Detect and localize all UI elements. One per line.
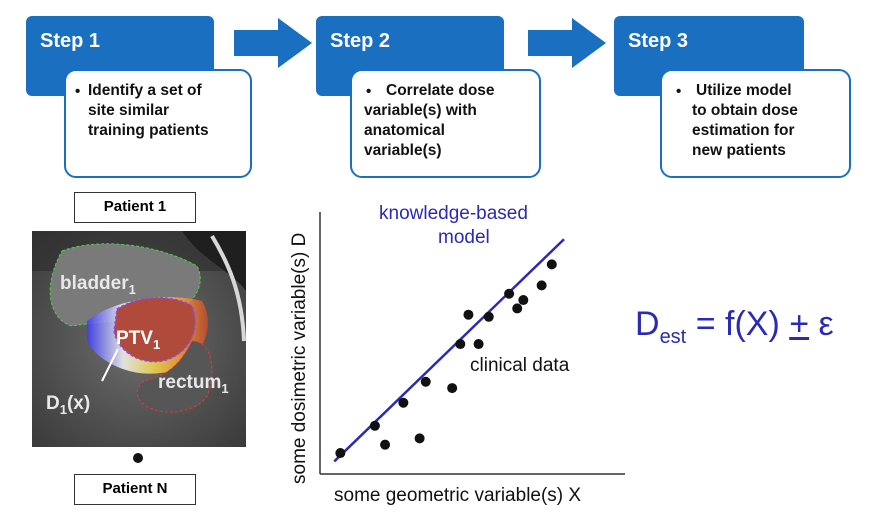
- patient-1-label: Patient 1: [74, 192, 196, 223]
- equation-lhs-sub: est: [659, 325, 687, 348]
- data-point: [546, 259, 557, 270]
- step-1-line-2: site similar: [88, 102, 169, 119]
- x-axis-label: some geometric variable(s) X: [334, 485, 581, 506]
- data-point: [335, 448, 346, 459]
- scatter-chart: some geometric variable(s) X some dosime…: [289, 203, 625, 506]
- model-annotation-line-2: model: [438, 227, 490, 248]
- clinical-data-annotation: clinical data: [470, 355, 570, 376]
- arrow-right-icon: [234, 18, 312, 68]
- data-point: [455, 339, 466, 350]
- model-line: [333, 238, 565, 463]
- ptv-label: PTV1: [116, 328, 160, 352]
- patient-n-label: Patient N: [74, 474, 196, 505]
- data-point: [504, 288, 515, 299]
- bladder-label: bladder1: [60, 273, 136, 297]
- rectum-label: rectum1: [158, 372, 229, 396]
- data-point: [463, 309, 474, 320]
- chart-layer: [333, 238, 565, 463]
- step-3-line-2: to obtain dose: [692, 102, 798, 119]
- step-1-line-1: Identify a set of: [88, 82, 202, 99]
- step-2-body: • Correlate dose variable(s) with anatom…: [350, 69, 541, 178]
- arrow-right-icon: [528, 18, 606, 68]
- step-2-line-2: variable(s) with: [364, 102, 477, 119]
- data-point: [380, 439, 391, 450]
- step-2-line-1: Correlate dose: [386, 82, 495, 99]
- data-point: [483, 311, 494, 322]
- data-point: [447, 383, 458, 394]
- data-point: [420, 376, 431, 387]
- step-3-line-4: new patients: [692, 142, 786, 159]
- equation-plus-minus: +: [789, 305, 810, 343]
- bullet: •: [75, 83, 81, 100]
- equation-mid: = f(X): [686, 305, 790, 343]
- data-point: [518, 295, 529, 306]
- step-1-body: • Identify a set of site similar trainin…: [64, 69, 252, 178]
- step-1-line-3: training patients: [88, 122, 209, 139]
- model-annotation-line-1: knowledge-based: [379, 203, 528, 224]
- equation-lhs: D: [635, 305, 660, 343]
- y-axis-label: some dosimetric variable(s) D: [289, 233, 310, 484]
- bullet: •: [676, 83, 682, 100]
- dose-label: D1(x): [46, 393, 90, 417]
- step-3-title: Step 3: [628, 30, 689, 52]
- data-point: [414, 433, 425, 444]
- data-point: [369, 420, 380, 431]
- step-3-line-3: estimation for: [692, 122, 795, 139]
- step-3-body: • Utilize model to obtain dose estimatio…: [660, 69, 851, 178]
- step-2-title: Step 2: [330, 30, 391, 52]
- bullet: •: [366, 83, 372, 100]
- equation-tail: ε: [809, 305, 834, 343]
- step-1-title: Step 1: [40, 30, 101, 52]
- dose-estimate-equation: Dest = f(X) + ε: [635, 305, 834, 349]
- step-2-line-4: variable(s): [364, 142, 442, 159]
- ct-scan-image: bladder1 PTV1 rectum1 D1(x): [32, 231, 246, 447]
- data-point: [536, 280, 547, 291]
- step-3-line-1: Utilize model: [696, 82, 792, 99]
- data-point: [512, 303, 523, 314]
- data-point: [473, 339, 484, 350]
- step-2-line-3: anatomical: [364, 122, 445, 139]
- data-point: [398, 397, 409, 408]
